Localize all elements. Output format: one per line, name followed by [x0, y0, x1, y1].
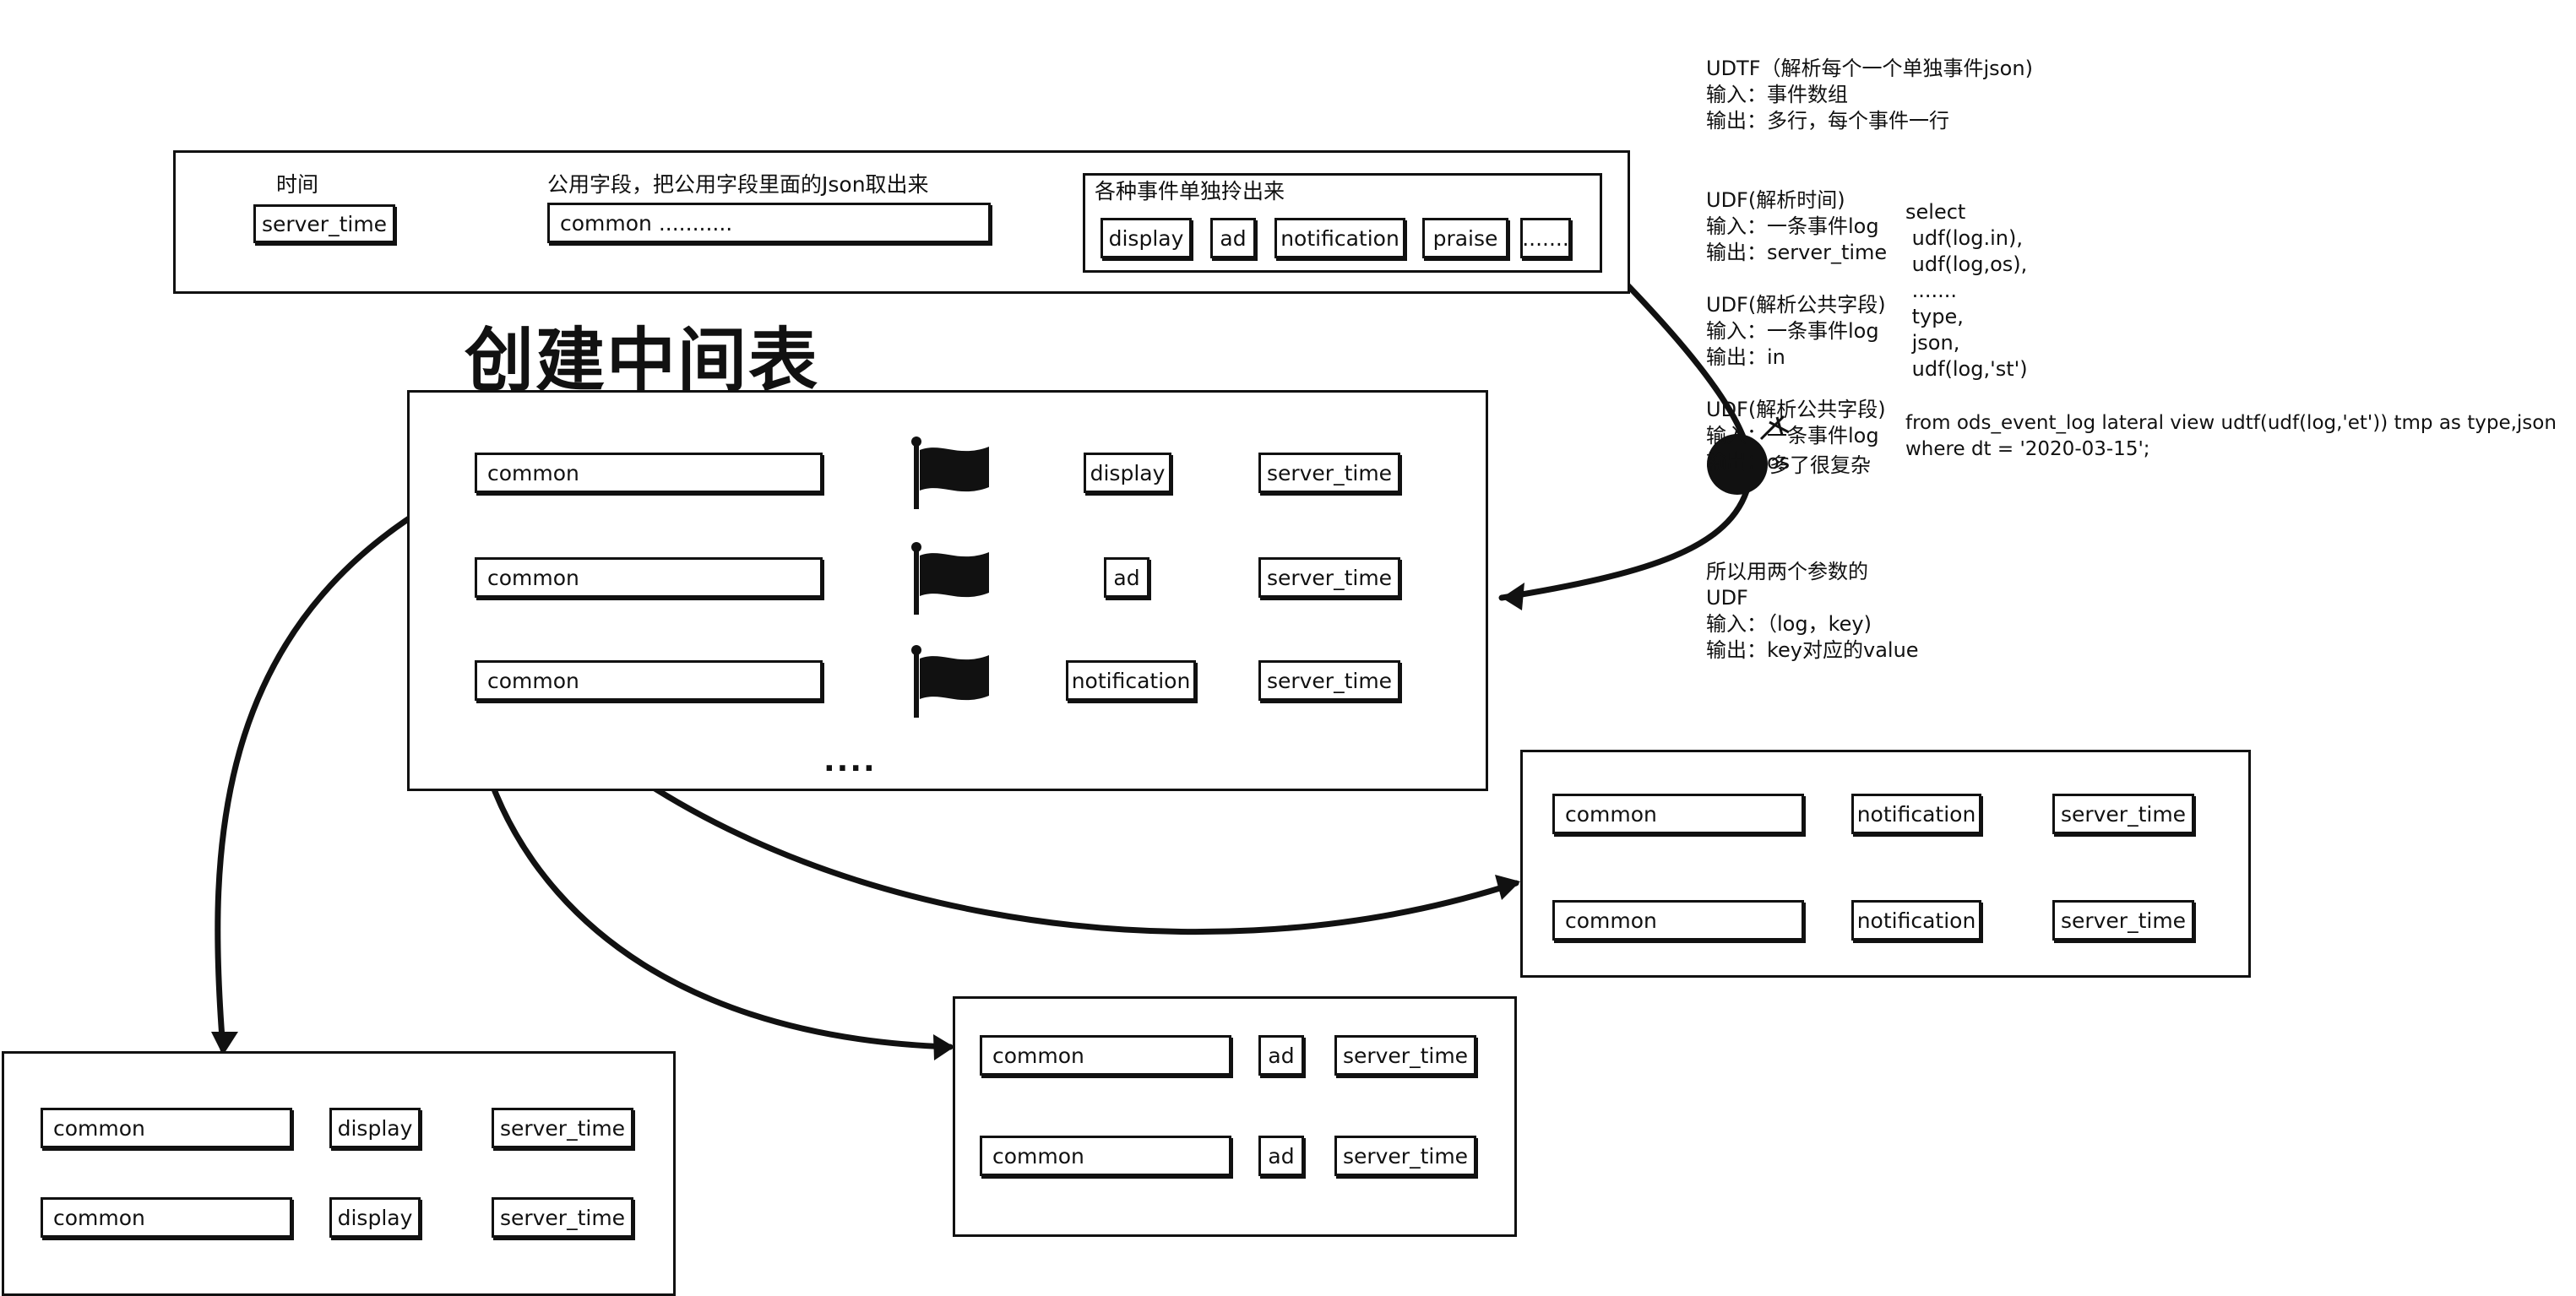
ad-row1-time: server_time [1334, 1035, 1476, 1076]
ad-table-box [953, 996, 1517, 1237]
event-display: display [1101, 218, 1192, 258]
mid-row3-event: notification [1066, 660, 1196, 701]
notification-table-box [1520, 750, 2251, 978]
notification-row2-time: server_time [2052, 900, 2194, 941]
ad-row2-event: ad [1258, 1136, 1304, 1176]
time-label: 时间 [276, 172, 319, 197]
ad-row1-event: ad [1258, 1035, 1304, 1076]
black-dot-marker [1707, 434, 1768, 495]
flag-icon [911, 542, 989, 615]
ad-row1-common: common [980, 1035, 1231, 1076]
event-praise: praise [1422, 218, 1508, 258]
ad-row2-common: common [980, 1136, 1231, 1176]
flag-icon [911, 645, 989, 718]
display-row1-event: display [329, 1108, 421, 1148]
mid-row1-time: server_time [1258, 453, 1400, 493]
event-ad: ad [1210, 218, 1256, 258]
notification-row2-event: notification [1851, 900, 1981, 941]
display-row1-common: common [41, 1108, 292, 1148]
source-server-time-field: server_time [253, 204, 395, 243]
mid-table-title: 创建中间表 [465, 321, 820, 401]
notification-row1-time: server_time [2052, 794, 2194, 834]
complex-note: 多了很复杂 [1769, 453, 1871, 477]
arrowhead-display [211, 1032, 238, 1055]
notification-row1-event: notification [1851, 794, 1981, 834]
sql-select-note: select udf(log.in), udf(log,os), .......… [1905, 200, 2028, 381]
mid-row2-common: common [475, 557, 823, 598]
mid-row2-time: server_time [1258, 557, 1400, 598]
mid-row3-common: common [475, 660, 823, 701]
display-row1-time: server_time [492, 1108, 633, 1148]
display-row2-common: common [41, 1197, 292, 1238]
mid-row3-time: server_time [1258, 660, 1400, 701]
mid-row1-common: common [475, 453, 823, 493]
arrowhead-notification [1495, 875, 1520, 900]
events-group-label: 各种事件单独拎出来 [1095, 179, 1285, 203]
event-notification: notification [1274, 218, 1405, 258]
arrow-common-to-display-table [215, 476, 481, 1053]
display-row2-time: server_time [492, 1197, 633, 1238]
display-row2-event: display [329, 1197, 421, 1238]
mid-table-ellipsis: .... [823, 744, 877, 778]
sql-from-note: from ods_event_log lateral view udtf(udf… [1905, 412, 2557, 460]
event-more: ....... [1520, 218, 1571, 258]
notification-row2-common: common [1552, 900, 1804, 941]
arrowhead-ad [933, 1034, 954, 1060]
display-table-box [2, 1051, 676, 1296]
notification-row1-common: common [1552, 794, 1804, 834]
flag-icon [911, 437, 989, 509]
ad-row2-time: server_time [1334, 1136, 1476, 1176]
source-common-field: common ........... [547, 203, 991, 243]
mid-row1-event: display [1084, 453, 1171, 493]
common-fields-label: 公用字段，把公用字段里面的Json取出来 [547, 172, 929, 197]
udtf-note: UDTF（解析每个一个单独事件json)输入：事件数组输出：多行，每个事件一行 [1706, 57, 2033, 133]
arrowhead-mid [1502, 583, 1524, 610]
mid-row2-event: ad [1104, 557, 1149, 598]
